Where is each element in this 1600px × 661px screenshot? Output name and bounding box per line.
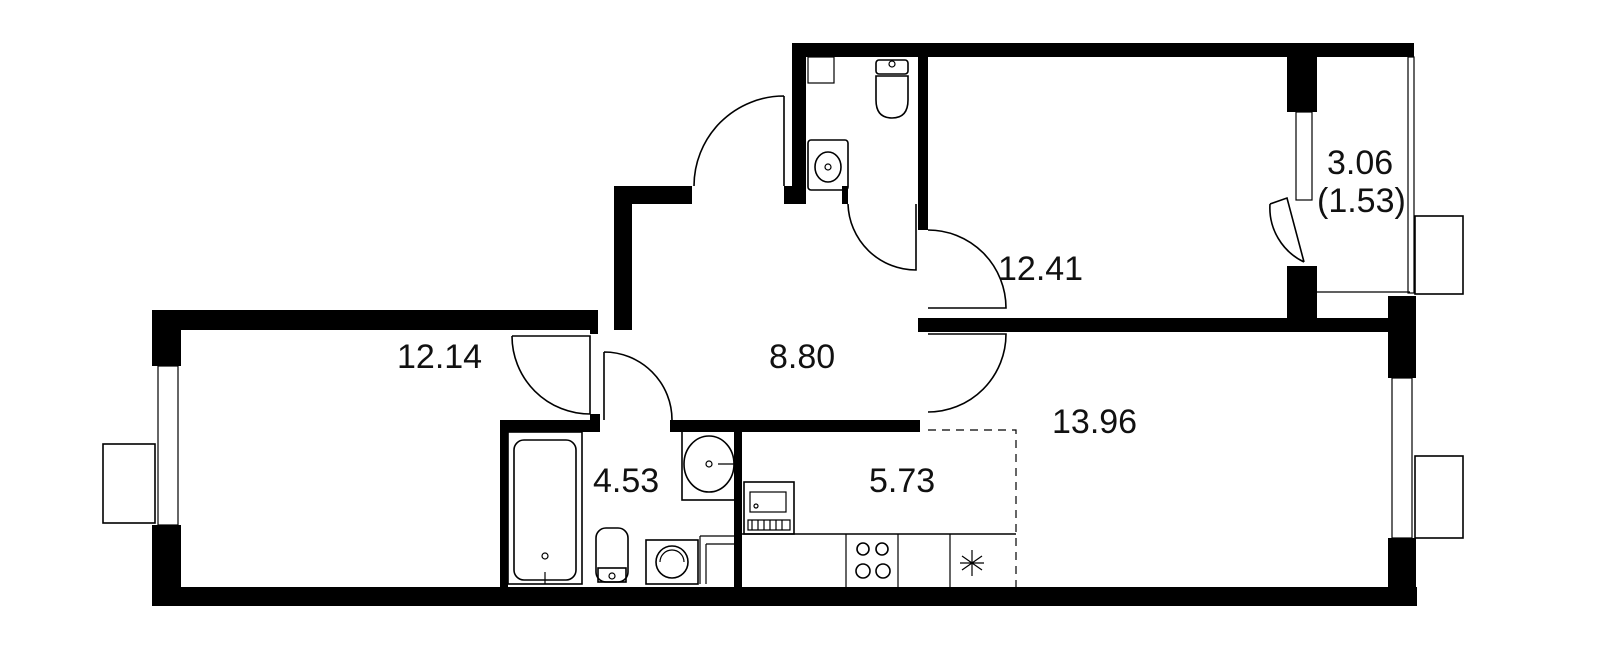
wc-fixtures bbox=[807, 56, 909, 191]
bedroom-right-area-label: 12.41 bbox=[998, 250, 1084, 288]
bathroom-area-label: 4.53 bbox=[593, 462, 660, 500]
kitchen-area-label: 5.73 bbox=[869, 462, 936, 500]
hall-area-label: 8.80 bbox=[769, 338, 836, 376]
living-area-label: 13.96 bbox=[1052, 403, 1138, 441]
kitchen-fixtures bbox=[742, 429, 1017, 587]
walls bbox=[152, 43, 1417, 606]
windows bbox=[157, 56, 1415, 539]
bathroom-fixtures bbox=[507, 429, 737, 585]
balcony-area-label: 3.06 bbox=[1327, 144, 1394, 182]
doors bbox=[511, 95, 1305, 421]
balcony-reduced-area-label: (1.53) bbox=[1317, 182, 1406, 220]
balcony-outlines bbox=[102, 215, 1464, 539]
room-left-area-label: 12.14 bbox=[397, 338, 483, 376]
